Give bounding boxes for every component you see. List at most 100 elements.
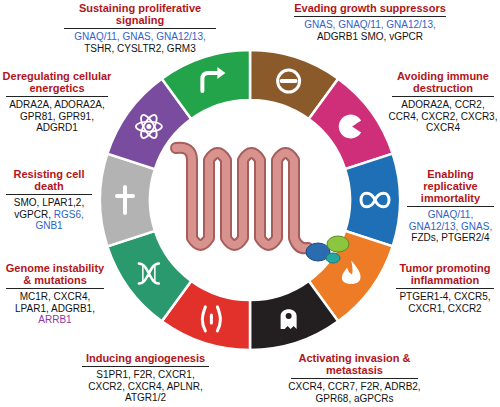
hallmark-title: Genome instability & mutations (2, 262, 108, 286)
shape (278, 70, 300, 92)
hallmark-title: Deregulating cellular energetics (2, 70, 112, 94)
gene-name: GNAS, (304, 19, 335, 30)
hallmark-title: Sustaining proliferative signaling (60, 2, 220, 26)
gene-name: ADRB2, (385, 381, 421, 392)
dot (356, 123, 362, 129)
hallmark-title: Inducing angiogenesis (78, 352, 213, 364)
gene-name: TSHR, (84, 43, 114, 54)
title-rule (6, 194, 92, 195)
shape (136, 122, 162, 132)
title-rule (396, 288, 494, 289)
gene-name: LPAR1,2, (42, 197, 84, 208)
arrowhead (217, 67, 225, 79)
gene-name: CXCR2, (88, 381, 125, 392)
gene-list: CXCR4, CCR7, F2R, ADRB2, GPR68, aGPCRs (287, 381, 422, 404)
gene-name: GNA12/13, (386, 19, 435, 30)
gene-name: PTGER1-4, (399, 291, 451, 302)
ring (100, 50, 400, 350)
gene-name: GNAS, (461, 221, 492, 232)
shape (117, 187, 133, 213)
gene-name: CYSLTR2, (117, 43, 164, 54)
gene-name: GPR91, (58, 111, 94, 122)
gpcr-receptor (176, 148, 349, 263)
hallmark-label: Genome instability & mutationsMC1R, CXCR… (2, 262, 108, 326)
gene-name: CXCR2 (448, 303, 482, 314)
gene-name: CXCR5, (454, 291, 491, 302)
hallmark-icon (361, 193, 389, 207)
hallmark-title: Tumor promoting inflammation (392, 262, 498, 286)
gene-name: CXCR4, (54, 291, 91, 302)
gene-name: CXCR1, (158, 369, 195, 380)
shape (282, 79, 296, 83)
gene-name: vGPCR, (14, 209, 51, 220)
gene-name: F2R, (134, 369, 156, 380)
hallmark-title: Avoiding immune destruction (388, 70, 498, 94)
hallmark-icon (278, 70, 300, 92)
gene-name: GNA12/13, (156, 31, 205, 42)
hallmark-label: Avoiding immune destructionADORA2A, CCR2… (388, 70, 498, 134)
gene-name: CXCR2, (421, 111, 458, 122)
gene-name: CXCR1, (408, 303, 445, 314)
gene-name: FZDs, (411, 232, 438, 243)
hallmark-label: Tumor promoting inflammationPTGER1-4, CX… (392, 262, 498, 314)
gene-name: CXCR4, (288, 381, 325, 392)
gene-name: SMO, (14, 197, 40, 208)
receptor-helices (176, 148, 308, 249)
gene-list: ADRA2A, ADORA2A, GPR81, GPR91, ADGRD1 (2, 99, 112, 134)
nucleus (146, 124, 151, 129)
hallmark-label: Evading growth suppressorsGNAS, GNAQ/11,… (290, 2, 450, 42)
hallmark-icon (339, 115, 362, 139)
gene-name: GNA12/13, (409, 221, 458, 232)
hallmark-wedge (162, 50, 250, 119)
hallmark-title: Activating invasion & metastasis (287, 352, 422, 376)
gene-name: GPR81, (20, 111, 56, 122)
gene-name: ADGRB1 (317, 31, 358, 42)
gene-name: CXCR4 (426, 122, 460, 133)
gene-name: F2R, (361, 381, 383, 392)
gene-name: ADGRB1, (51, 303, 95, 314)
hallmark-icon (136, 113, 162, 141)
gene-name: LPAR1, (15, 303, 49, 314)
hallmark-wedge (250, 281, 338, 350)
title-rule (6, 96, 108, 97)
hallmark-label: Deregulating cellular energeticsADRA2A, … (2, 70, 112, 134)
hallmark-icon (202, 307, 220, 331)
gene-name: ATGR1/2 (125, 392, 166, 403)
title-rule (82, 366, 209, 367)
hallmark-icon (281, 309, 297, 329)
hallmark-icon (139, 263, 159, 283)
hallmark-label: Inducing angiogenesisS1PR1, F2R, CXCR1, … (78, 352, 213, 404)
gene-name: GNAS, (122, 31, 153, 42)
hallmark-label: Sustaining proliferative signalingGNAQ/1… (60, 2, 220, 54)
gene-name: CCR7, (328, 381, 358, 392)
g-gamma (326, 253, 340, 263)
gene-name: PTGER2/4 (441, 232, 489, 243)
gene-name: CXCR4, (128, 381, 165, 392)
hallmark-title: Enabling replicative immortality (403, 168, 498, 204)
title-rule (6, 288, 104, 289)
shape (138, 113, 160, 141)
gene-name: aGPCRs (354, 393, 393, 404)
shape (202, 73, 219, 91)
flame (342, 260, 361, 284)
gene-name: CCR4, (389, 111, 419, 122)
shape (138, 113, 160, 141)
gene-name: CXCR3, (461, 111, 498, 122)
gene-name: GRM3 (167, 43, 196, 54)
gene-name: RGS6, (54, 209, 84, 220)
gene-list: SMO, LPAR1,2, vGPCR, RGS6, GNB1 (2, 197, 96, 232)
gene-list: GNAS, GNAQ/11, GNA12/13, ADGRB1 SMO, vGP… (290, 19, 450, 42)
immune-cell (339, 115, 361, 139)
title-rule (294, 16, 446, 17)
gene-name: ADRA2A, (9, 99, 52, 110)
icons (117, 67, 389, 331)
hallmark-icon (342, 260, 361, 284)
gene-name: ARRB1 (38, 314, 71, 325)
gene-list: MC1R, CXCR4, LPAR1, ADGRB1, ARRB1 (2, 291, 108, 326)
hallmark-label: Activating invasion & metastasisCXCR4, C… (287, 352, 422, 404)
gene-name: CCR2, (455, 99, 485, 110)
shape (202, 307, 220, 331)
hallmark-icon (117, 187, 133, 213)
gene-name: SMO, (361, 31, 387, 42)
gene-name: GNB1 (35, 220, 62, 231)
